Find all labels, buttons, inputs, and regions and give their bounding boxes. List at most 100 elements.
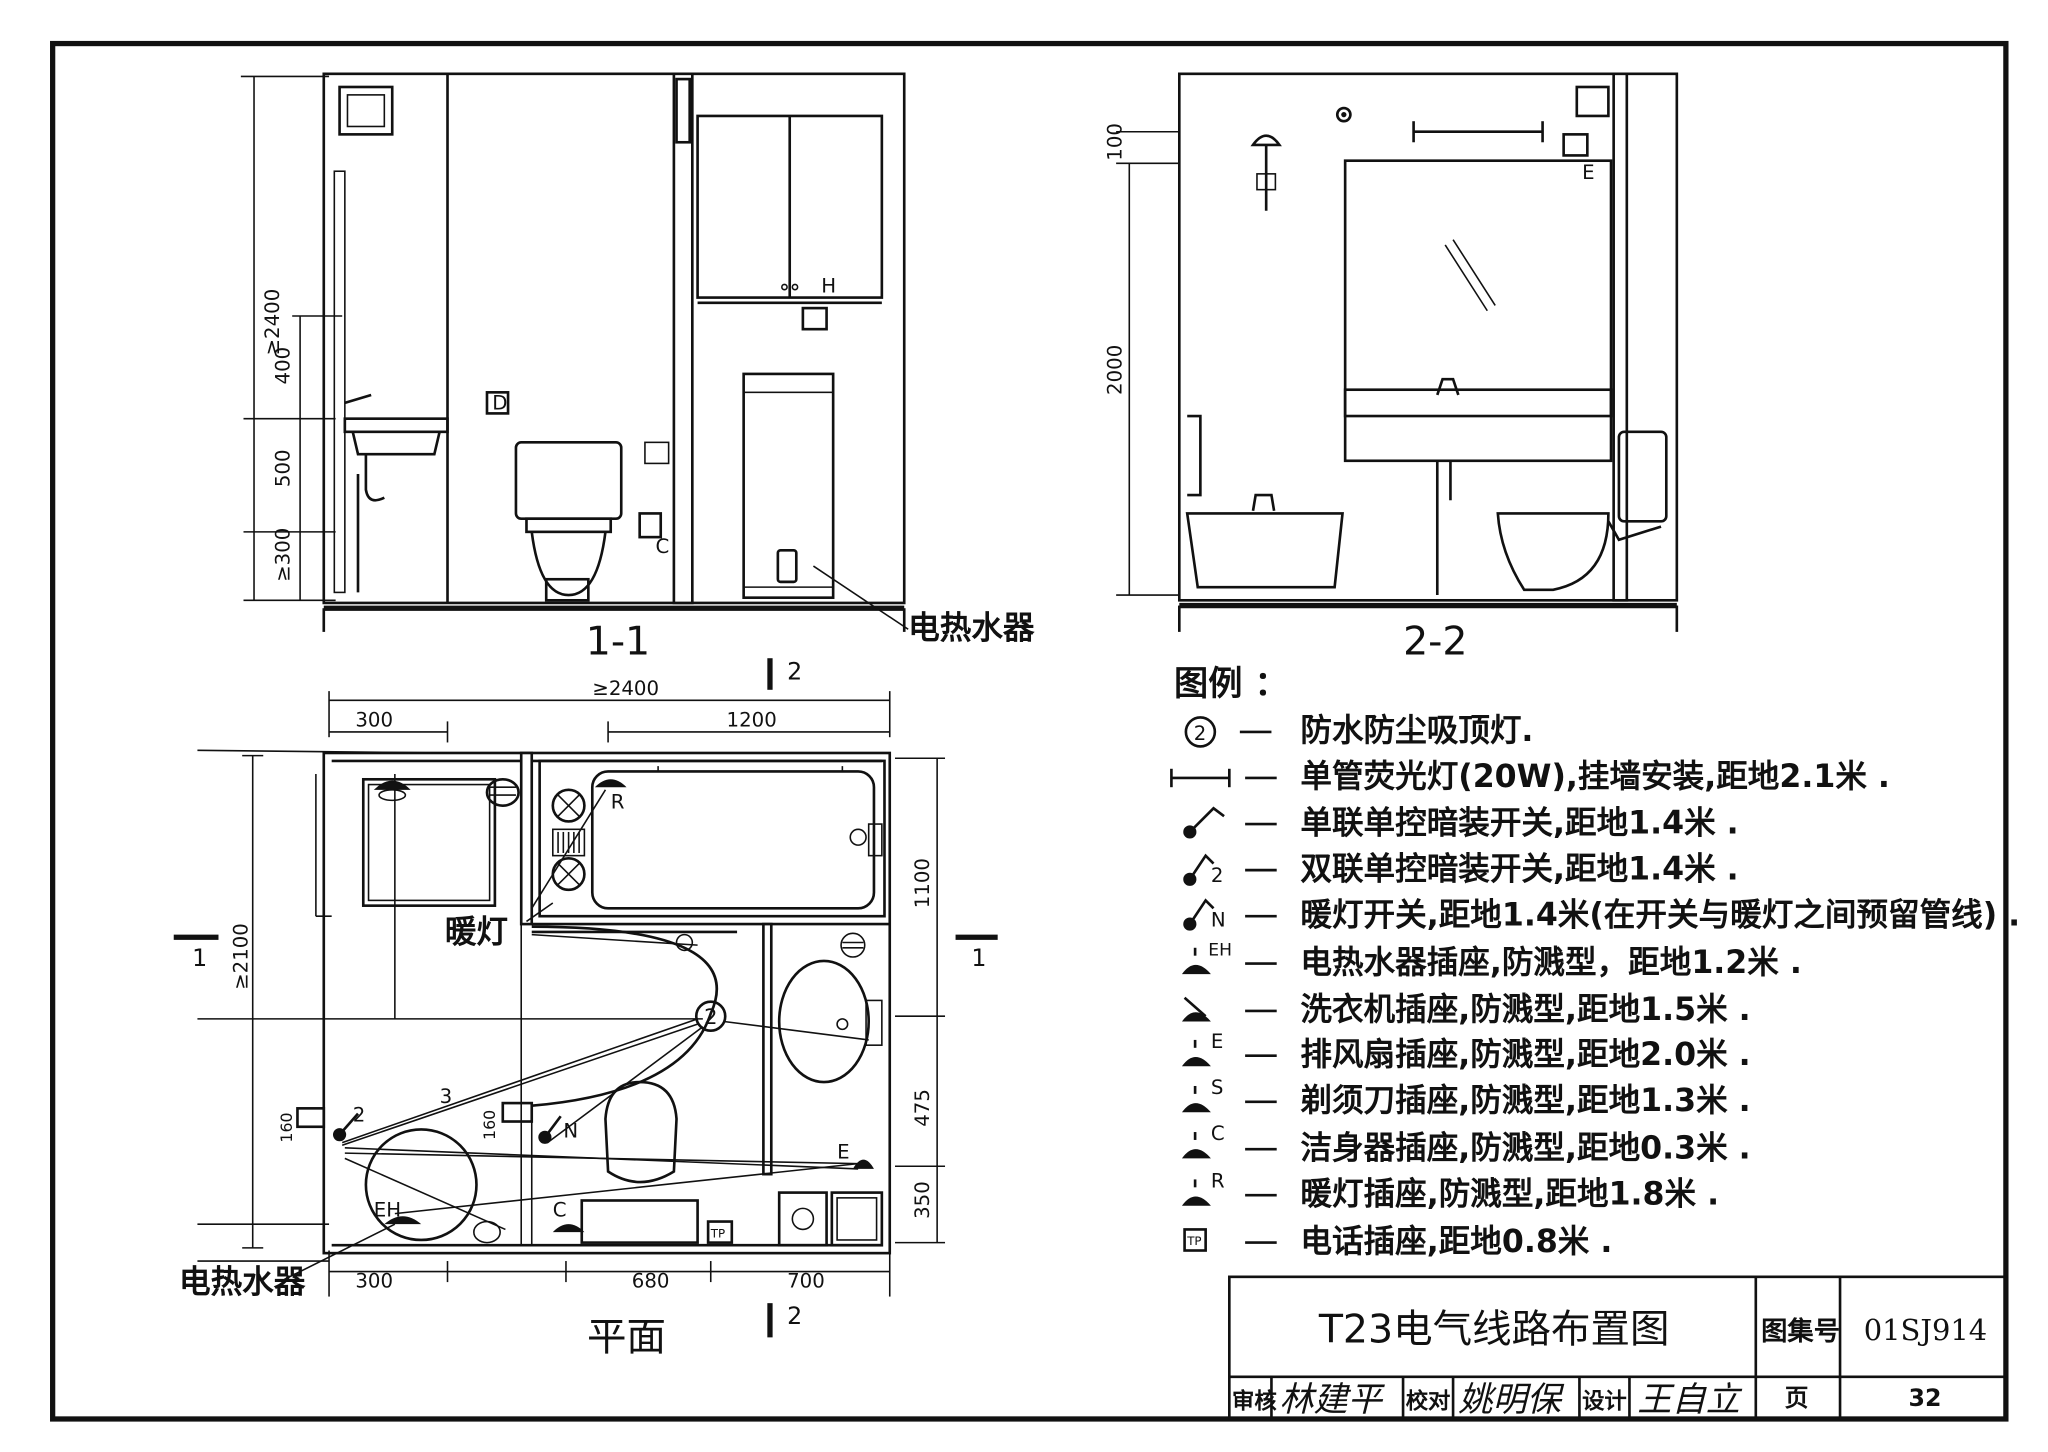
- dim-plan-2400: ≥2400: [592, 677, 659, 700]
- floor-plan: ≥2400 300 1200 ≥2100 1100 475 350 300 68…: [173, 677, 998, 1361]
- wash-basin-icon: [777, 959, 871, 1084]
- mirror-icon: [1343, 159, 1613, 463]
- cut-label-1-right: 1: [971, 944, 986, 972]
- legend-exhaust-socket: E 排风扇插座,防溅型,距地2.0米 .: [1181, 1030, 1751, 1073]
- legend: 图例 ： 2 防水防尘吸顶灯. 单管荧光灯(20W),挂墙安装,距地2.1米 .…: [1170, 664, 2020, 1260]
- svg-text:EH: EH: [1208, 941, 1232, 961]
- ceiling-light-plan-icon: [694, 1000, 727, 1033]
- legend-text-warm-lamp-switch: 暖灯开关,距地1.4米(在开关与暖灯之间预留管线) .: [1300, 897, 2020, 933]
- legend-text-ceiling-light: 防水防尘吸顶灯.: [1300, 713, 1533, 749]
- svg-text:N: N: [1211, 909, 1226, 932]
- basin-icon: [343, 393, 449, 593]
- label-warm-lamp: 暖灯: [445, 915, 508, 951]
- section-1-1: ≥2400 400 500 ≥300 D: [240, 72, 1035, 664]
- shower-head-icon: [1250, 134, 1282, 211]
- legend-text-telephone-socket: 电话插座,距地0.8米 .: [1300, 1223, 1612, 1260]
- svg-text:S: S: [1211, 1076, 1224, 1099]
- cut-label-2-top: 2: [787, 657, 802, 685]
- dim-plan-160-left: 160: [277, 1112, 296, 1142]
- cut-label-2-bottom: 2: [787, 1302, 802, 1330]
- dim-plan-1200: 1200: [727, 709, 777, 732]
- legend-bidet-socket: C 洁身器插座,防溅型,距地0.3米 .: [1181, 1122, 1751, 1166]
- mark-E-plan: E: [837, 1140, 849, 1163]
- mark-circ2: 2: [704, 1004, 717, 1029]
- legend-text-water-heater-socket: 电热水器插座,防溅型，距地1.2米 .: [1300, 944, 1801, 981]
- title-block: T23电气线路布置图 图集号 01SJ914 审核 林建平 校对 姚明保 设计 …: [1228, 1275, 2008, 1421]
- check-signature: 姚明保: [1458, 1380, 1564, 1420]
- dim-plan-700: 700: [787, 1269, 825, 1292]
- dim-plan-160-mid: 160: [480, 1110, 499, 1140]
- section-title-1-1: 1-1: [586, 618, 650, 664]
- exhaust-fan-socket-plan-icon: [852, 1159, 874, 1169]
- legend-text-fluorescent: 单管荧光灯(20W),挂墙安装,距地2.1米 .: [1300, 759, 1890, 795]
- mark-N: N: [563, 1119, 578, 1142]
- legend-text-single-switch: 单联单控暗装开关,距地1.4米 .: [1300, 805, 1738, 841]
- mark-EH-plan: EH: [374, 1198, 401, 1221]
- heater-lamp-1-icon: [551, 788, 586, 823]
- legend-ceiling-light: 2 防水防尘吸顶灯.: [1184, 713, 1533, 749]
- legend-text-bidet-socket: 洁身器插座,防溅型,距地0.3米 .: [1300, 1129, 1750, 1166]
- dim-plan-1100: 1100: [911, 858, 934, 908]
- mark-R: R: [611, 790, 625, 813]
- heater-lamp-socket-icon: [594, 779, 627, 788]
- legend-text-shaver-socket: 剃须刀插座,防溅型,距地1.3米 .: [1300, 1082, 1750, 1119]
- design-signature: 王自立: [1637, 1380, 1742, 1420]
- atlas-number-label: 图集号: [1761, 1316, 1840, 1347]
- telephone-socket-icon: [706, 1220, 734, 1244]
- legend-title: 图例 ：: [1174, 664, 1289, 704]
- water-heater-socket-icon: [801, 306, 828, 331]
- washing-machine-icon: [777, 1191, 828, 1247]
- grab-bar-icon: [1187, 414, 1202, 497]
- legend-text-double-switch: 双联单控暗装开关,距地1.4米 .: [1300, 851, 1738, 887]
- cut-label-1-left: 1: [192, 944, 207, 972]
- dim-100: 100: [1103, 123, 1126, 161]
- mark-2-switch: 2: [353, 1104, 366, 1127]
- mark-TP: TP: [710, 1226, 725, 1240]
- label-water-heater-plan: 电热水器: [179, 1265, 306, 1301]
- toilet-icon: [514, 441, 623, 602]
- drawing-title: T23电气线路布置图: [1318, 1307, 1670, 1353]
- water-heater-socket-plan-icon: [384, 1216, 422, 1225]
- svg-text:D: D: [492, 391, 507, 414]
- mark-3: 3: [440, 1085, 453, 1108]
- dim-2400-height: ≥2400: [261, 289, 284, 356]
- page-label: 页: [1785, 1384, 1809, 1412]
- svg-text:2: 2: [1211, 864, 1224, 887]
- mark-H: H: [821, 274, 836, 297]
- legend-washer-socket: 洗衣机插座,防溅型,距地1.5米 .: [1181, 991, 1751, 1028]
- ceiling-fan-socket-icon: [373, 780, 411, 802]
- dim-plan-2100: ≥2100: [229, 923, 252, 990]
- dim-500: 500: [272, 449, 295, 487]
- water-heater-icon: [742, 372, 835, 599]
- legend-text-washer-socket: 洗衣机插座,防溅型,距地1.5米 .: [1300, 991, 1750, 1028]
- section-cut-mark-2-bottom: 2: [767, 1302, 802, 1338]
- page-number: 32: [1908, 1384, 1941, 1412]
- legend-telephone-socket: TP 电话插座,距地0.8米 .: [1183, 1223, 1612, 1260]
- bathtub-icon: [1185, 493, 1344, 589]
- review-signature: 林建平: [1279, 1380, 1385, 1420]
- toilet-plan-icon: [580, 1080, 699, 1244]
- svg-text:C: C: [1211, 1122, 1225, 1145]
- bidet-socket-icon: [638, 512, 663, 539]
- toilet-side-icon: [1496, 430, 1668, 592]
- legend-single-switch: 单联单控暗装开关,距地1.4米 .: [1183, 805, 1739, 841]
- atlas-number: 01SJ914: [1864, 1313, 1987, 1347]
- legend-text-exhaust-socket: 排风扇插座,防溅型,距地2.0米 .: [1300, 1036, 1750, 1073]
- svg-text:E: E: [1211, 1030, 1223, 1053]
- dim-plan-350: 350: [911, 1181, 934, 1219]
- sheet-border: [50, 40, 2009, 1422]
- legend-warm-lamp-switch: N 暖灯开关,距地1.4米(在开关与暖灯之间预留管线) .: [1183, 897, 2020, 933]
- check-label: 校对: [1406, 1387, 1451, 1414]
- legend-double-switch: 2 双联单控暗装开关,距地1.4米 .: [1183, 851, 1739, 887]
- review-label: 审核: [1232, 1387, 1277, 1414]
- section-2-2: 100 2000 E: [1103, 72, 1679, 664]
- exhaust-fan-icon: [338, 85, 394, 136]
- label-water-heater-elevation: 电热水器: [908, 610, 1035, 646]
- legend-shaver-socket: S 剃须刀插座,防溅型,距地1.3米 .: [1181, 1076, 1751, 1119]
- dim-plan-300-top: 300: [355, 709, 393, 732]
- dim-plan-475: 475: [911, 1089, 934, 1127]
- exhaust-fan-elev-icon: [1575, 85, 1610, 118]
- legend-fluorescent-lamp: 单管荧光灯(20W),挂墙安装,距地2.1米 .: [1170, 759, 1890, 795]
- plan-title: 平面: [587, 1315, 666, 1361]
- exhaust-grille-icon: [485, 777, 520, 807]
